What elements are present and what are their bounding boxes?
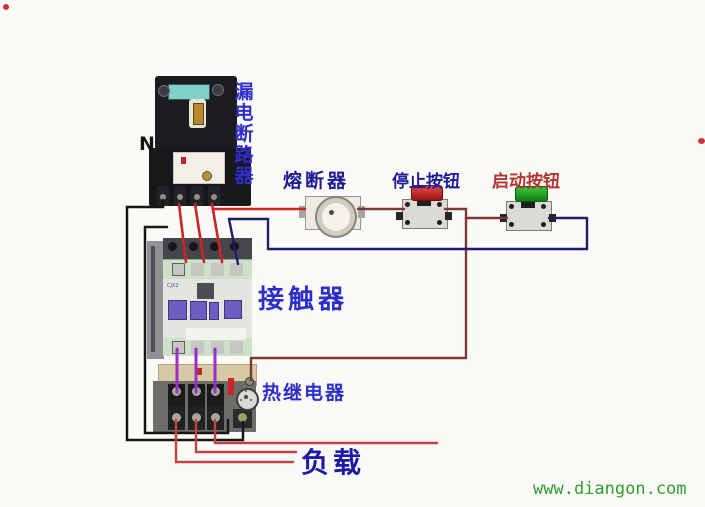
wire-load-3 [213,418,439,445]
wire-start-to-coil [227,216,589,266]
wire-coil-to-relay-aux [143,225,230,435]
watermark-text: www.diangon.com [533,479,687,499]
breaker-label-plate [173,152,225,184]
wire-phase-1 [177,202,188,264]
neutral-label: N [139,133,155,155]
relay-current-dial [236,388,259,411]
wire-load-2 [194,418,298,454]
contactor-top-screws [168,242,177,251]
stop-button-screws [405,202,410,207]
breaker-label-char: 断 [234,123,254,145]
contactor-contact-window-3 [209,302,219,320]
relay-label: 热继电器 [262,382,347,404]
contactor-contact-window-2 [190,301,207,320]
contactor-model-marking: CJX2 [167,283,179,289]
breaker-logo-mark [181,157,186,164]
breaker-label-char: 器 [234,165,254,187]
fuse-terminal-left [299,206,306,218]
wire-phase-3 [210,202,224,264]
breaker-test-button [202,171,212,181]
relay-aux-terminal-screw [238,413,247,422]
wire-load-1 [174,418,295,464]
contactor-label: 接触器 [258,285,349,315]
stop-button-tab-right [445,212,452,220]
load-label: 负载 [301,446,366,479]
contactor-top-terminal-screws [172,263,185,276]
start-button-mount [521,201,535,208]
artifact-red-dot-topleft [3,4,9,10]
relay-dial-marks [244,395,248,399]
contactor-side-stripe [151,246,155,352]
breaker-label-char: 路 [234,144,254,166]
breaker-label-char: 电 [234,102,254,124]
relay-aux-terminal-top [245,377,254,386]
start-button-green-cap [515,186,548,202]
stop-button-tab-left [396,212,403,220]
breaker-label-char: 漏 [234,81,254,103]
fuse-center-cap [329,210,334,215]
start-button-label: 启动按钮 [492,172,560,192]
breaker-terminal-screws [160,194,166,200]
contactor-contact-window-4 [224,300,242,319]
breaker-screw-left [158,85,170,97]
wire-junction-to-relay-aux [249,216,468,382]
contactor-center-block [197,283,214,299]
relay-reset-lever [228,378,234,395]
start-button-screws [509,204,514,209]
breaker-label: 漏 电 断 路 器 [232,82,256,187]
wire-neutral-loop [125,198,245,442]
stop-button-label: 停止按钮 [392,172,460,192]
wire-stop-to-start [443,207,509,220]
breaker-screw-right [212,84,224,96]
contactor-bottom-terminal-strip [163,338,252,356]
relay-bottom-terminal-screws [172,413,181,422]
contactor-label-band [186,328,246,340]
fuse-ceramic-ring [317,198,355,236]
fuse-terminal-right [358,206,365,218]
relay-reset-dot [197,368,202,375]
artifact-red-dot-right [698,138,705,144]
fuse-label: 熔断器 [283,170,350,192]
contactor-contact-window-1 [168,300,187,320]
contactor-top-terminal-strip [163,259,252,280]
breaker-toggle-handle [193,103,204,125]
stop-button-red-cap [411,185,443,201]
stop-button-mount [417,199,431,206]
wire-phase-2 [193,202,206,264]
